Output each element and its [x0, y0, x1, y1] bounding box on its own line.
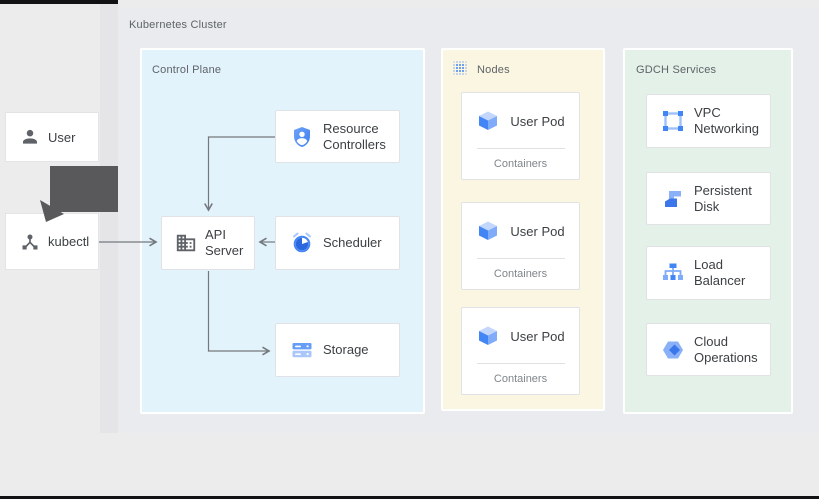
gdch-services-label: GDCH Services	[636, 64, 717, 76]
kubernetes-cluster-label: Kubernetes Cluster	[129, 19, 227, 31]
scheduler-card: Scheduler	[275, 216, 400, 270]
user-pod-label: User Pod	[510, 328, 565, 344]
resource-controllers-card: Resource Controllers	[275, 110, 400, 163]
storage-label: Storage	[323, 342, 369, 357]
user-box: User	[5, 112, 99, 162]
persistent-disk-icon	[665, 190, 681, 207]
persistent-disk-card: Persistent Disk	[646, 172, 771, 225]
dot-grid-icon	[453, 61, 467, 75]
pod-divider	[476, 148, 565, 149]
load-balancer-label: Load Balancer	[694, 257, 746, 288]
user-pod-label: User Pod	[510, 223, 565, 239]
load-balancer-icon	[663, 263, 683, 280]
containers-label: Containers	[493, 373, 548, 385]
top-letterbox-bar	[0, 0, 118, 4]
pod-divider	[476, 363, 565, 364]
pod-divider	[476, 258, 565, 259]
control-plane-label: Control Plane	[152, 64, 222, 76]
shield-person-icon	[294, 126, 310, 147]
cloud-operations-card: Cloud Operations	[646, 323, 771, 376]
user-pod-card: User Pod Containers	[461, 307, 580, 395]
containers-label: Containers	[493, 268, 548, 280]
user-label: User	[48, 129, 76, 145]
cloud-operations-label: Cloud Operations	[694, 333, 758, 365]
load-balancer-card: Load Balancer	[646, 246, 771, 300]
cube-icon	[479, 221, 498, 240]
user-pod-card: User Pod Containers	[461, 92, 580, 180]
kubectl-box: kubectl	[5, 213, 99, 270]
server-stack-icon	[292, 343, 312, 358]
clock-icon	[293, 232, 311, 253]
nodes-label: Nodes	[477, 64, 510, 76]
device-hub-icon	[22, 234, 38, 249]
api-server-card: API Server	[161, 216, 255, 270]
resource-controllers-label: Resource Controllers	[323, 120, 386, 152]
scheduler-label: Scheduler	[323, 235, 382, 250]
bottom-letterbox-bar	[0, 496, 819, 499]
user-pod-card: User Pod Containers	[461, 202, 580, 290]
cloud-operations-icon	[663, 341, 683, 358]
vpc-network-icon	[663, 111, 683, 131]
kubectl-label: kubectl	[48, 234, 90, 249]
cube-icon	[479, 326, 498, 345]
cube-icon	[479, 111, 498, 130]
persistent-disk-label: Persistent Disk	[694, 182, 752, 214]
storage-card: Storage	[275, 323, 400, 377]
vpc-networking-card: VPC Networking	[646, 94, 771, 148]
vpc-networking-label: VPC Networking	[694, 105, 760, 136]
building-icon	[176, 234, 196, 252]
user-pod-label: User Pod	[510, 113, 565, 129]
containers-label: Containers	[493, 158, 548, 170]
person-icon	[23, 129, 37, 144]
left-column-shade	[100, 4, 118, 433]
api-server-label: API Server	[205, 227, 244, 258]
